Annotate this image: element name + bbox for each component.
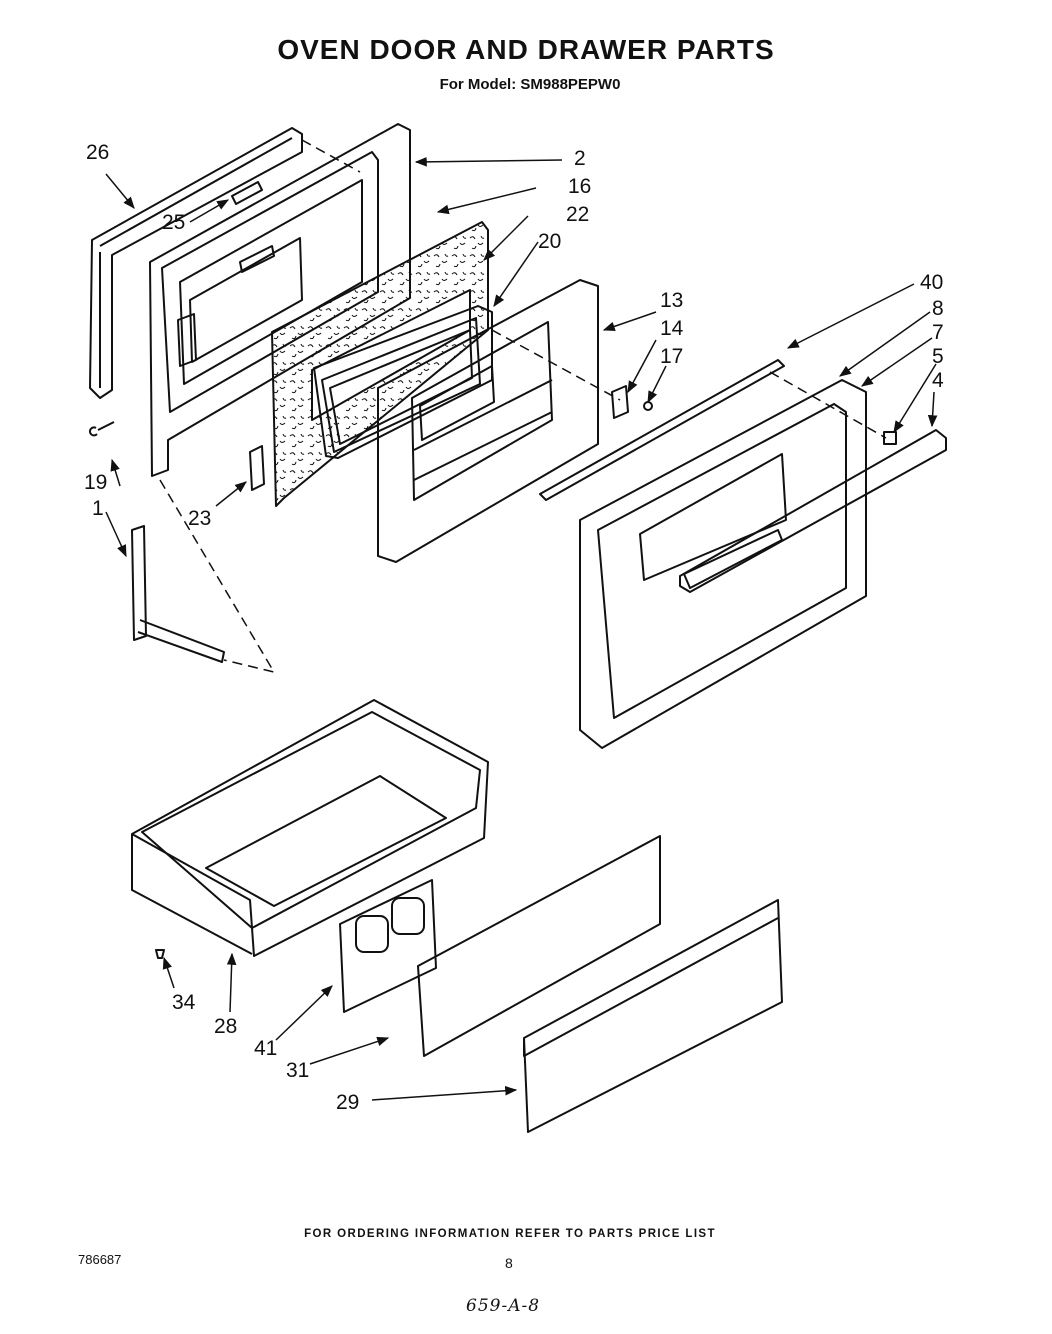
callout-1: 1 [92, 497, 104, 520]
drawer-part [131, 699, 489, 957]
page-number: 8 [505, 1255, 513, 1271]
callout-20: 20 [538, 230, 562, 253]
door-handle-part [679, 429, 947, 593]
document-number: 786687 [78, 1252, 122, 1267]
door-gasket-part [89, 127, 303, 399]
callout-8: 8 [932, 297, 944, 320]
handwritten-note: 659-A-8 [466, 1296, 541, 1316]
callout-13: 13 [660, 289, 684, 312]
callout-7: 7 [932, 321, 944, 344]
page-title: OVEN DOOR AND DRAWER PARTS [277, 34, 775, 65]
screw-34-part [155, 949, 165, 959]
callout-31: 31 [286, 1059, 310, 1082]
door-hinge-part [131, 525, 225, 663]
callout-4: 4 [932, 369, 944, 392]
door-liner-part [149, 123, 411, 477]
callout-17: 17 [660, 345, 684, 368]
callout-29: 29 [336, 1091, 360, 1114]
drawer-front-panel-part [523, 899, 783, 1133]
drawer-bracket-part [339, 879, 437, 1013]
callout-34: 34 [172, 991, 196, 1014]
drawer-inner-panel-part [417, 835, 661, 1057]
ordering-note: FOR ORDERING INFORMATION REFER TO PARTS … [304, 1228, 716, 1240]
screw-17-part [643, 401, 653, 411]
callout-28: 28 [214, 1015, 238, 1038]
hinge-receiver-part [249, 445, 265, 491]
callout-2: 2 [574, 147, 586, 170]
callout-26: 26 [86, 141, 110, 164]
outer-door-part [579, 379, 867, 749]
hinge-bracket-part [611, 385, 629, 419]
inner-door-panel-part [377, 279, 599, 563]
callout-5: 5 [932, 345, 944, 368]
model-subtitle: For Model: SM988PEPW0 [439, 76, 621, 93]
insulation-part [271, 221, 489, 507]
callout-23: 23 [188, 507, 212, 530]
callout-41: 41 [254, 1037, 278, 1060]
callout-14: 14 [660, 317, 684, 340]
handle-clip-part [883, 431, 897, 445]
callout-40: 40 [920, 271, 944, 294]
callout-22: 22 [566, 203, 590, 226]
callout-16: 16 [568, 175, 592, 198]
callout-19: 19 [84, 471, 108, 494]
trim-strip-part [539, 359, 785, 501]
screw-19-part [88, 421, 115, 437]
callout-25: 25 [162, 211, 186, 234]
